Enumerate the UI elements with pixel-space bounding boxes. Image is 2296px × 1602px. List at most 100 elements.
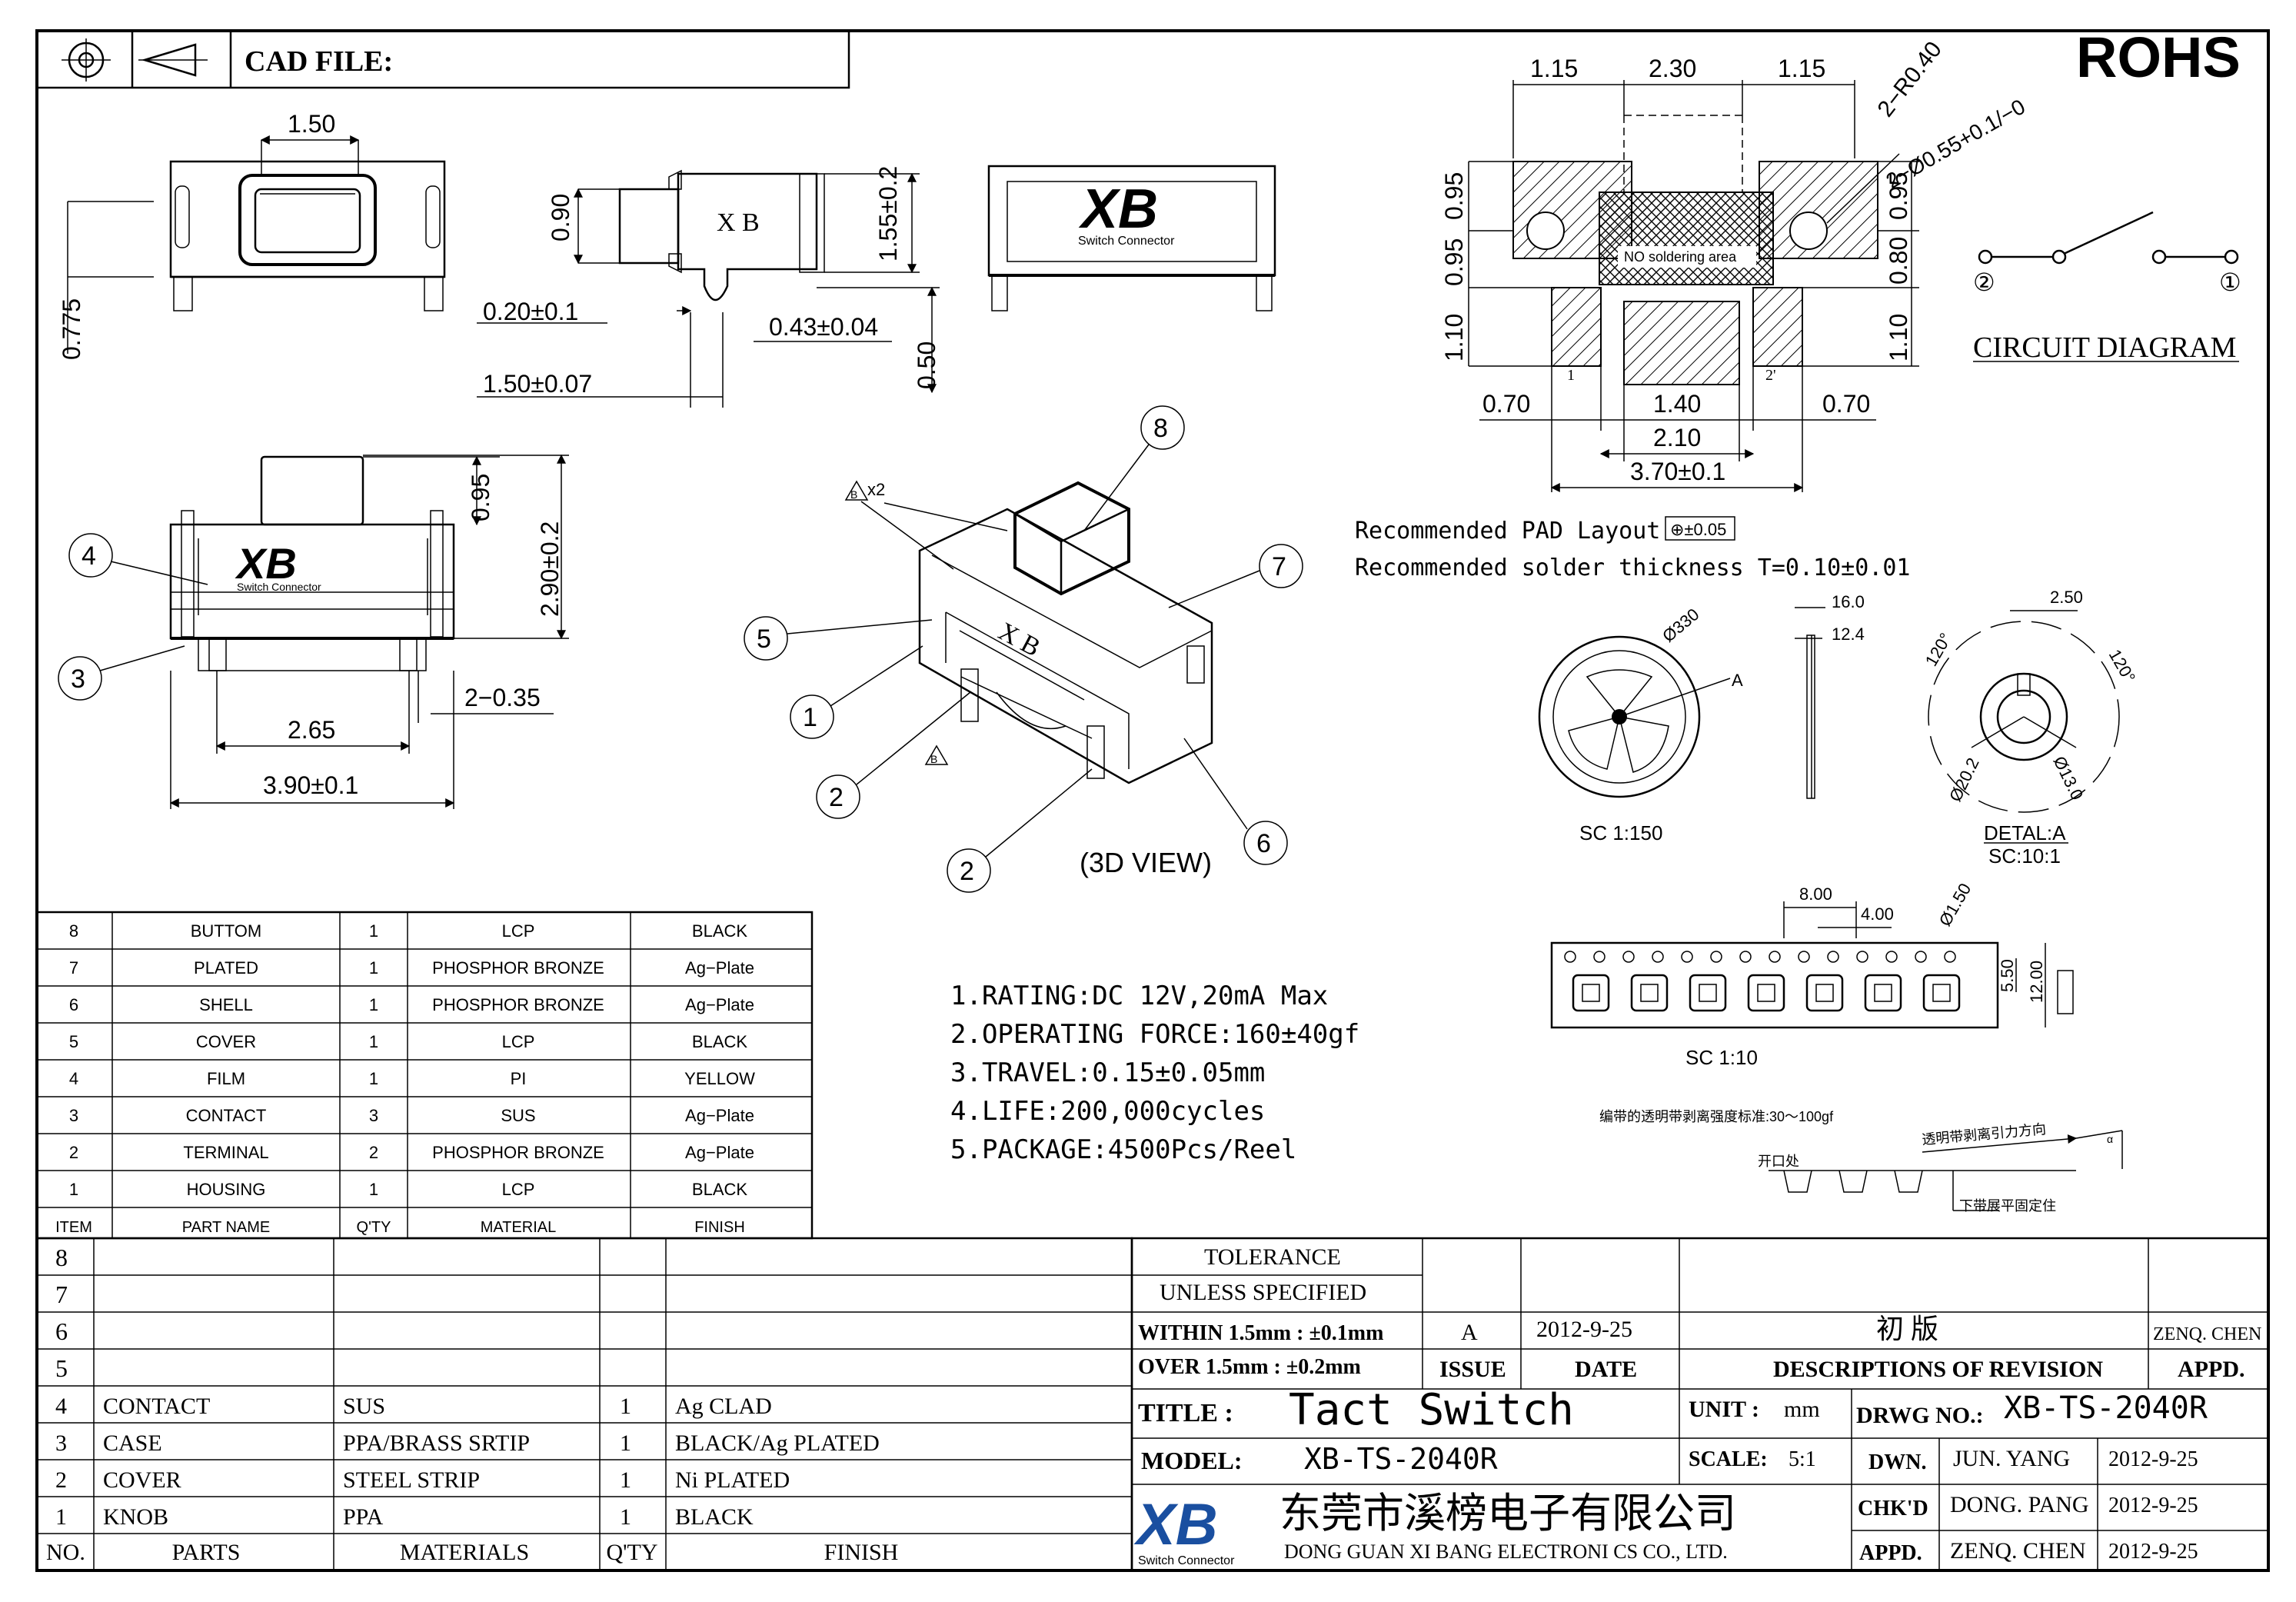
pad-right-0-95: 0.95 [1885,172,1912,220]
spec-list: 1.RATING:DC 12V,20mA Max 2.OPERATING FOR… [950,981,1359,1165]
issue-header: ISSUE [1439,1357,1506,1382]
tol-subtitle: UNLESS SPECIFIED [1160,1280,1366,1305]
bom-cell: LCP [502,1032,535,1051]
tape-pocket-inner [1815,984,1834,1002]
revision-desc: 初 版 [1876,1314,1938,1344]
pad-radius: 2−R0.40 [1873,37,1947,122]
dim-0-95: 0.95 [467,474,494,521]
sprocket-hole [1856,951,1868,963]
tape-pocket-inner [1699,984,1717,1002]
callout-1 [790,694,834,739]
tol-within: WITHIN 1.5mm : ±0.1mm [1138,1321,1383,1345]
callout-8-label: 8 [1153,414,1168,443]
tape-pocket-inner [1932,984,1951,1002]
scale-value: 5:1 [1789,1447,1816,1471]
pad-dim-2-30: 2.30 [1649,55,1696,82]
datum-b-label-1: B [850,488,857,501]
bom-header-cell: ITEM [55,1219,92,1236]
datum-bx2: x2 [867,480,885,499]
circuit-pin1: ① [2219,268,2241,296]
reel-detail: DETAL:A [1984,821,2066,844]
bom-cell: 1 [369,995,378,1014]
tape-pocket [1805,974,1844,1012]
tape-d1200: 12.00 [2027,961,2046,1003]
cad-file-label: CAD FILE: [245,45,393,78]
pad-bottom-1-40: 1.40 [1653,390,1701,418]
parts-cell: 4 [55,1394,67,1419]
tape-pocket-inner [1582,984,1600,1002]
parts-cell: 1 [620,1467,631,1493]
parts-header-cell: FINISH [824,1540,899,1565]
bom-cell: SUS [501,1106,535,1125]
back-view: XB Switch Connector [987,165,1276,311]
circuit-title: CIRCUIT DIAGRAM [1973,331,2236,364]
tape-pockets [1564,951,1961,1012]
callout-5 [744,616,788,661]
pad-pin1: 1 [1567,367,1575,384]
appd-date: 2012-9-25 [2108,1540,2198,1564]
bom-cell: PHOSPHOR BRONZE [432,958,604,978]
parts-cell: Ag CLAD [675,1394,772,1419]
front-logo-sub: Switch Connector [237,581,321,593]
tape-d150: Ø1.50 [1935,880,1975,929]
reel-w12: 12.4 [1832,624,1865,644]
drawing-title: Tact Switch [1289,1385,1574,1435]
reel-a120r: 120° [2105,646,2139,686]
model-value: XB-TS-2040R [1304,1442,1498,1476]
bom-cell: COVER [196,1032,256,1051]
bom-cell: LCP [502,921,535,941]
tape-pocket [1689,974,1727,1012]
side-view: X B 0.90 1.55±0.2 0.20±0.1 0.43±0.04 1.5… [477,166,940,408]
sprocket-hole [1827,951,1839,963]
bom-cell: 1 [369,1069,378,1088]
parts-row-number: 6 [55,1317,68,1345]
bom-cell: BLACK [692,1032,747,1051]
side-xb-label: X B [717,208,760,237]
carrier-tape: 8.00 4.00 Ø1.50 5.50 12.00 SC 1:10 编带的透明… [1550,880,2123,1214]
reel-d130: Ø13.0 [2050,753,2088,803]
pad-left-0-95a: 0.95 [1440,172,1468,220]
parts-row-number: 8 [55,1244,68,1271]
parts-cell: Ni PLATED [675,1467,790,1493]
dim-0-20: 0.20±0.1 [483,298,578,325]
callout-7 [1259,544,1303,588]
bom-cell: LCP [502,1180,535,1199]
bom-cell: SHELL [199,995,253,1014]
pad-3-70: 3.70±0.1 [1630,458,1725,485]
front-logo: XB [235,539,297,588]
callout-2a [816,774,860,819]
pad-bottom-0-70b: 0.70 [1822,390,1870,418]
callout-7-label: 7 [1272,552,1286,581]
dim-0-90: 0.90 [547,194,574,241]
rohs-mark: ROHS [2076,25,2241,89]
dim-1-50: 1.50 [288,110,335,138]
bom-cell: PHOSPHOR BRONZE [432,1143,604,1162]
bom-cell: PI [511,1069,527,1088]
no-soldering-area: NO soldering area [1624,249,1737,265]
reel-dia: Ø330 [1659,604,1702,646]
bom-cell: BUTTOM [191,921,261,941]
tape-fix: 下带展平固定住 [1959,1198,2056,1214]
pad-right-0-80: 0.80 [1885,237,1912,285]
sprocket-hole [1681,951,1693,963]
pad-2-10: 2.10 [1653,424,1701,451]
callout-1-label: 1 [803,703,817,732]
callout-3-front [58,656,102,701]
date-header: DATE [1575,1357,1637,1382]
bom-cell: BLACK [692,1180,747,1199]
pad-left-1-10: 1.10 [1440,314,1468,361]
sprocket-hole [1593,951,1606,963]
parts-cell: PPA [343,1504,384,1530]
tape-pocket [1922,974,1961,1012]
circuit-pin2: ② [1973,268,1995,296]
datum-b-icon-2 [924,744,949,765]
back-logo-sub: Switch Connector [1078,235,1175,248]
callout-2b-label: 2 [960,857,974,886]
title-label: TITLE : [1138,1399,1233,1427]
unit-value: mm [1784,1397,1820,1422]
reel-w16: 16.0 [1832,592,1865,611]
dim-3-90: 3.90±0.1 [263,771,358,799]
front-view: XB Switch Connector 0.95 2.90±0.2 2.65 2… [58,454,569,809]
